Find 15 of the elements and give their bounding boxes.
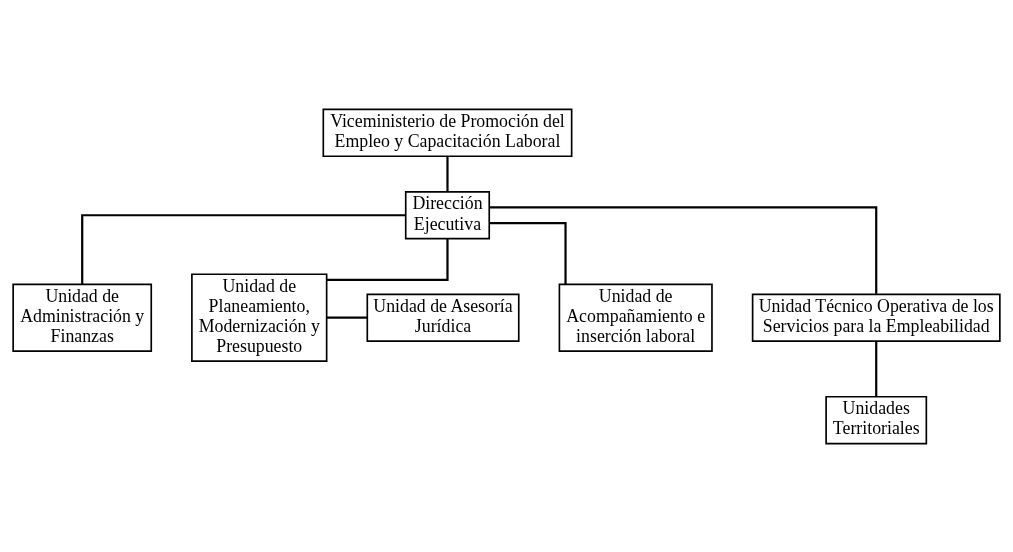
- connector: [875, 340, 878, 397]
- connector: [446, 155, 449, 192]
- connector: [489, 205, 878, 294]
- node-box: Dirección Ejecutiva: [404, 190, 491, 239]
- node-box: Unidad de Administración y Finanzas: [12, 282, 153, 352]
- connector: [326, 316, 368, 319]
- node-box: Unidad Técnico Operativa de los Servicios para la Empleabilidad: [751, 293, 1001, 342]
- node-box: Viceministerio de Promoción del Empleo y Capacitación Laboral: [322, 108, 573, 157]
- connector: [489, 221, 567, 284]
- connector: [81, 213, 406, 284]
- node-box: Unidad de Planeamiento, Modernización y Presupuesto: [191, 272, 328, 362]
- node-box: Unidades Territoriales: [825, 395, 928, 444]
- connector: [326, 238, 449, 281]
- node-box: Unidad de Asesoría Jurídica: [366, 293, 520, 342]
- node-box: Unidad de Acompañamiento e inserción laboral: [558, 282, 713, 352]
